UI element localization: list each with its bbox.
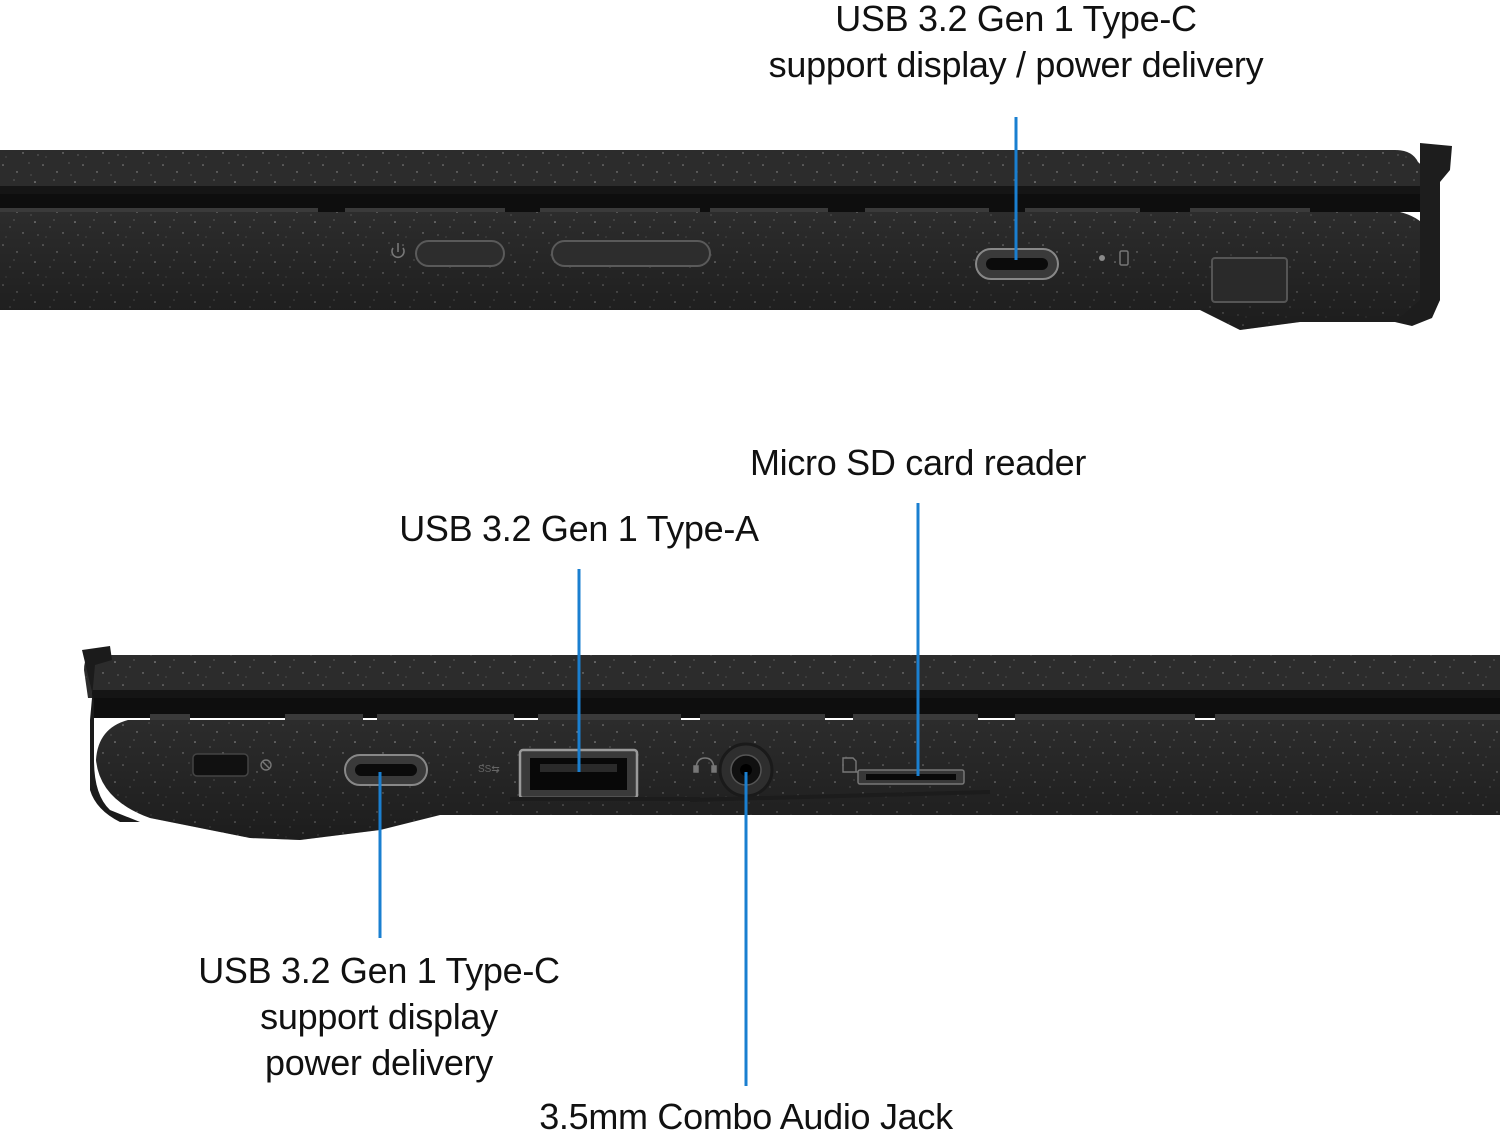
callout-label-line: USB 3.2 Gen 1 Type-C (835, 0, 1197, 39)
callout-label-microsd: Micro SD card reader (738, 440, 1098, 486)
power-icon (391, 243, 405, 259)
callout-label-line: 3.5mm Combo Audio Jack (539, 1096, 953, 1137)
lid-gap (0, 194, 1440, 212)
sd-card-icon (842, 757, 857, 773)
keyboard-edge (0, 208, 1310, 214)
superspeed-icon: SS⇆ (478, 764, 500, 775)
callout-label-line: USB 3.2 Gen 1 Type-A (399, 508, 759, 549)
power-button (415, 240, 505, 267)
callout-label-top-usb-c: USB 3.2 Gen 1 Type-C support display / p… (740, 0, 1292, 88)
lock-icon (260, 759, 272, 771)
headphone-icon (693, 757, 717, 773)
callout-label-audio-jack: 3.5mm Combo Audio Jack (520, 1094, 972, 1140)
battery-icon (1119, 250, 1129, 266)
laptop-left-side-view (82, 646, 1500, 840)
hinge (1211, 143, 1452, 326)
hinge-tab (1211, 257, 1288, 303)
audio-jack (718, 742, 774, 798)
volume-rocker (551, 240, 711, 267)
callout-label-usb-c-left: USB 3.2 Gen 1 Type-C support display pow… (184, 948, 574, 1086)
status-led (1099, 255, 1105, 261)
kensington-lock-slot (192, 753, 249, 777)
callout-label-line: support display (260, 996, 498, 1037)
callout-label-usb-a: USB 3.2 Gen 1 Type-A (388, 506, 770, 552)
usb-c-port (975, 248, 1059, 280)
callout-label-line: USB 3.2 Gen 1 Type-C (198, 950, 560, 991)
port-trim-2 (689, 790, 991, 802)
microsd-slot (857, 769, 965, 785)
usb-c-port-left (344, 754, 428, 786)
base-side (0, 212, 1440, 330)
lid-edge (0, 150, 1440, 195)
callout-label-line: support display / power delivery (768, 44, 1264, 85)
callout-label-line: Micro SD card reader (749, 442, 1087, 483)
callout-label-line: power delivery (265, 1042, 493, 1083)
